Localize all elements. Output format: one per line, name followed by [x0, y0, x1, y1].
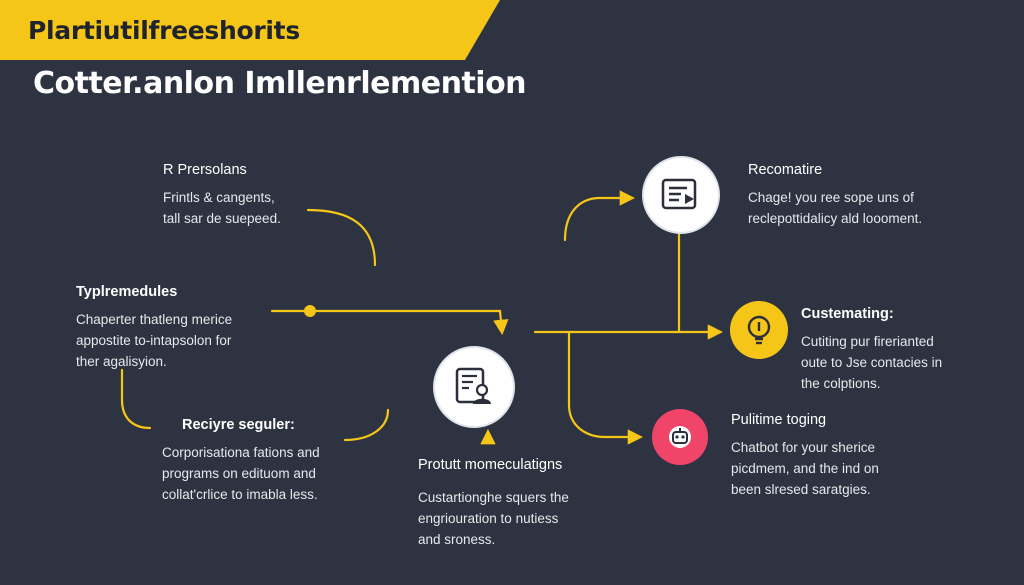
- block-line: been slresed saratgies.: [731, 482, 871, 497]
- block-line: and sroness.: [418, 532, 496, 547]
- document-user-icon: [455, 367, 491, 404]
- block-heading: Pulitime toging: [731, 412, 827, 428]
- connector-dot: [304, 305, 316, 317]
- block-line: picdmem, and the ind on: [731, 461, 879, 476]
- block-line: ther agalisyion.: [76, 354, 167, 369]
- robot-node: [652, 409, 708, 465]
- connector-personas: [306, 208, 377, 267]
- block-personas: R Prersolans Frintls & cangents, tall sa…: [163, 162, 281, 229]
- document-user-node: [433, 346, 515, 428]
- block-line: collat'crlice to imabla less.: [162, 487, 318, 502]
- block-heading: Recomatire: [748, 162, 823, 178]
- block-line: reclepottidalicy ald loooment.: [748, 211, 923, 226]
- page-title: Cotter.anlon Imllenrlemention: [33, 66, 527, 101]
- document-play-node: [642, 156, 720, 234]
- block-line: Custartionghe squers the: [418, 490, 569, 505]
- header-banner: [0, 0, 500, 60]
- block-heading: Protutt momeculatigns: [418, 457, 563, 473]
- connector-left-bracket: [120, 368, 152, 430]
- block-heading: R Prersolans: [163, 162, 247, 178]
- block-heading: Custemating:: [801, 306, 894, 322]
- block-product: Protutt momeculatigns Custartionghe sque…: [418, 457, 569, 550]
- block-line: the colptions.: [801, 376, 881, 391]
- block-pulitime: Pulitime toging Chatbot for your sherice…: [731, 412, 879, 500]
- block-line: programs on edituom and: [162, 466, 316, 481]
- connector-recipe: [343, 408, 390, 442]
- block-line: engriouration to nutiess: [418, 511, 559, 526]
- block-line: Cutiting pur firerianted: [801, 334, 934, 349]
- lightbulb-node: [730, 301, 788, 359]
- block-line: Chage! you ree sope uns of: [748, 190, 914, 205]
- block-heading: Typlremedules: [76, 284, 178, 300]
- robot-icon: [669, 426, 691, 448]
- block-line: tall sar de suepeed.: [163, 211, 281, 226]
- lightbulb-icon: [747, 315, 771, 345]
- block-line: oute to Jse contacies in: [801, 355, 943, 370]
- block-line: Chaperter thatleng merice: [76, 312, 233, 327]
- connector-pulitime: [567, 330, 644, 445]
- block-line: Chatbot for your sherice: [731, 440, 876, 455]
- block-customating: Custemating: Cutiting pur firerianted ou…: [801, 306, 942, 394]
- block-line: Frintls & cangents,: [163, 190, 275, 205]
- block-line: Corporisationa fations and: [162, 445, 320, 460]
- block-typremedules: Typlremedules Chaperter thatleng merice …: [76, 284, 232, 372]
- connector-typremedules: [270, 309, 509, 336]
- block-recipe: Reciyre seguler: Corporisationa fations …: [162, 417, 320, 505]
- block-recomatire: Recomatire Chage! you ree sope uns of re…: [748, 162, 922, 229]
- document-play-icon: [661, 178, 697, 210]
- connector-recomatire: [563, 190, 636, 242]
- block-heading: Reciyre seguler:: [182, 417, 295, 433]
- block-line: appostite to-intapsolon for: [76, 333, 232, 348]
- banner-title: Plartiutilfreeshorits: [28, 16, 300, 45]
